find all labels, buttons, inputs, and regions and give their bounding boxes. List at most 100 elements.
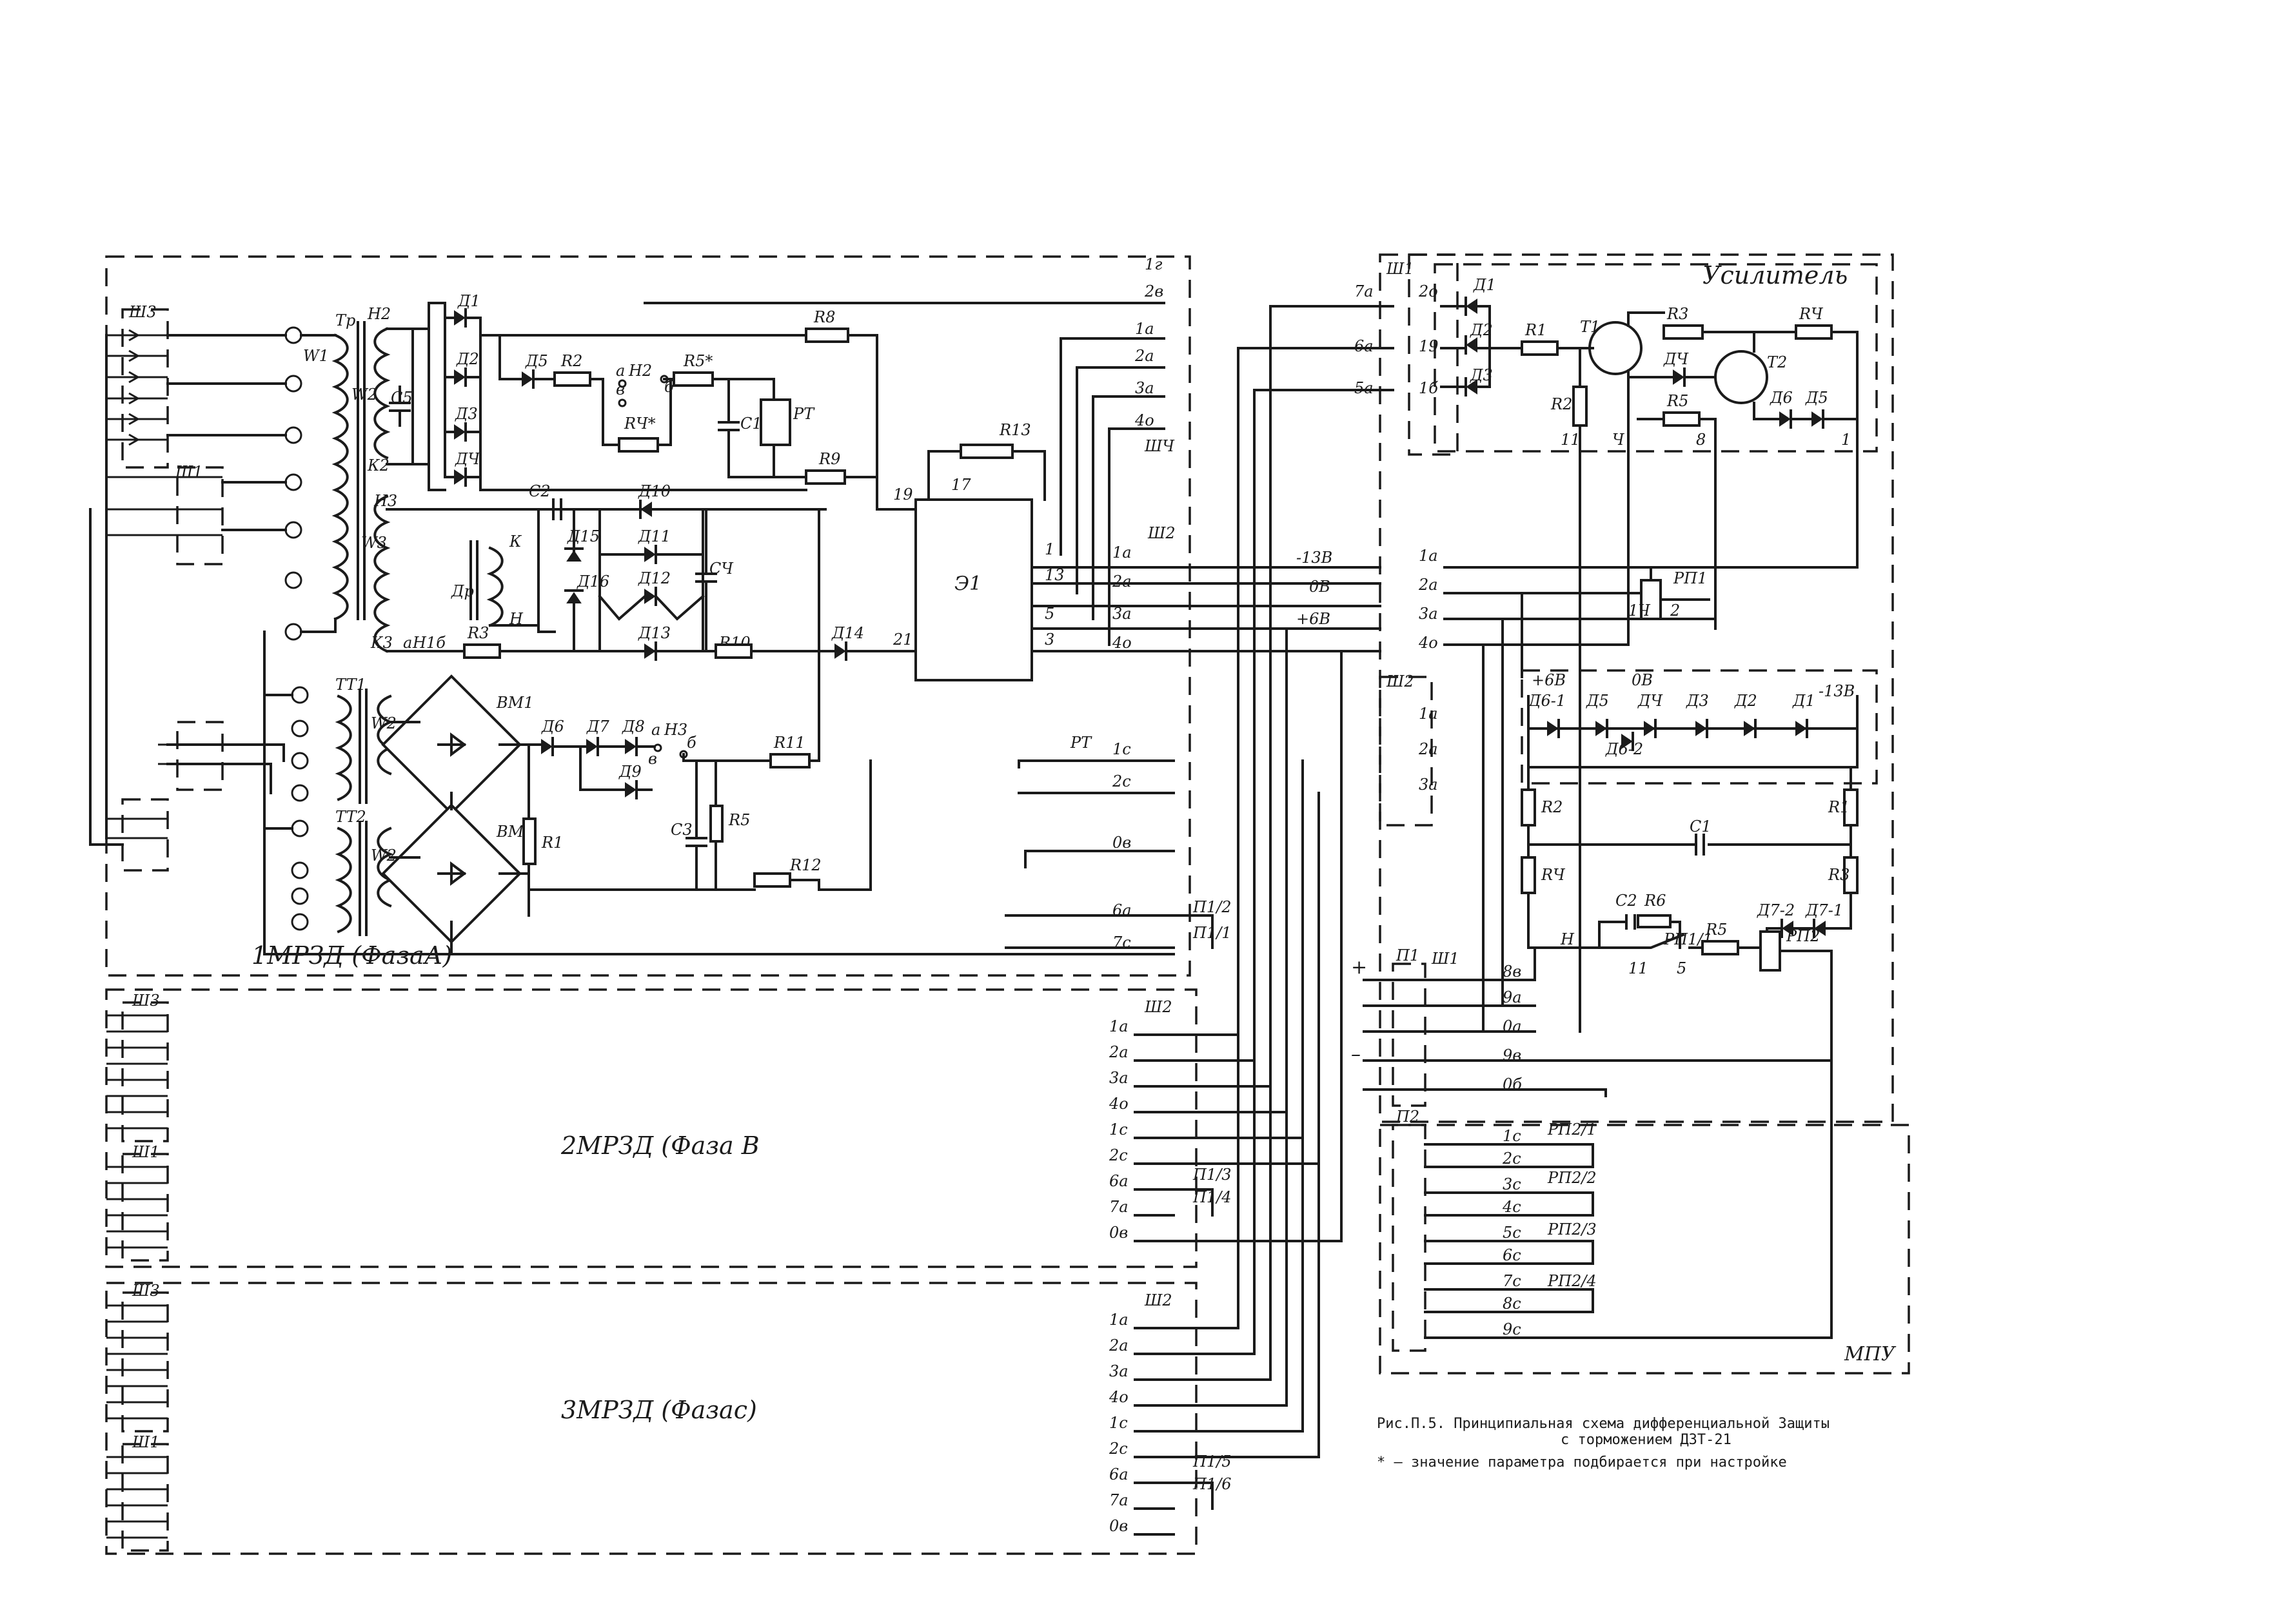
svg-text:-13В: -13В	[1819, 682, 1855, 700]
svg-text:С1: С1	[1690, 817, 1712, 836]
svg-text:Д7: Д7	[586, 718, 610, 736]
capacitor-c4: СЧ	[695, 508, 734, 652]
e1-pin-3: 3	[1045, 631, 1054, 649]
diode-d14: Д14	[831, 624, 864, 661]
svg-text:РП1: РП1	[1673, 569, 1707, 587]
svg-text:6а: 6а	[1109, 1465, 1129, 1483]
svg-text:Д16: Д16	[577, 572, 609, 591]
svg-text:1с: 1с	[1503, 1127, 1521, 1145]
svg-text:6а: 6а	[1109, 1172, 1129, 1190]
r11-wires	[715, 656, 820, 891]
d6-d9-wires	[551, 745, 656, 791]
svg-text:5с: 5с	[1503, 1224, 1521, 1242]
diode-d8-left: Д8	[622, 718, 645, 756]
block-3mrzd-title: 3МРЗД (Фазас)	[561, 1396, 757, 1424]
e1-pin-19: 19	[893, 485, 913, 504]
svg-text:Д13: Д13	[638, 624, 671, 642]
node-h1b: Н1б	[412, 634, 446, 652]
svg-text:R6: R6	[1644, 892, 1666, 910]
tap-switch-bottom: а Н3 в б	[648, 721, 772, 768]
d5-r2-wires	[498, 334, 604, 380]
svg-text:Н2: Н2	[628, 362, 652, 380]
svg-text:РП2/4: РП2/4	[1547, 1272, 1597, 1290]
svg-text:1с: 1с	[1112, 740, 1131, 758]
svg-text:1б: 1б	[1419, 379, 1438, 397]
resistor-r2-left: R2	[553, 352, 591, 387]
connector-sh1b-block1	[158, 721, 224, 791]
svg-text:5: 5	[1677, 959, 1686, 977]
svg-text:С2: С2	[529, 482, 551, 500]
diode-d11: Д11	[638, 527, 671, 564]
svg-text:Ш1: Ш1	[1431, 950, 1459, 968]
svg-text:1а: 1а	[1419, 705, 1438, 723]
svg-text:К: К	[509, 533, 522, 551]
svg-text:-13В: -13В	[1296, 549, 1332, 567]
svg-text:3а: 3а	[1109, 1069, 1129, 1087]
svg-text:1а: 1а	[1109, 1017, 1129, 1035]
svg-text:РП2/3: РП2/3	[1547, 1220, 1597, 1238]
mpu-lower-circuit: R2 R1 С1 RЧ R3 Н С2 R6 РП1/1 11 5 R5 РП2…	[1443, 766, 1859, 1062]
block-2mrzd-outline	[105, 988, 1198, 1268]
svg-text:С2: С2	[1615, 892, 1637, 910]
svg-text:П1/5: П1/5	[1192, 1453, 1232, 1471]
resistor-r5star: R5*	[673, 352, 714, 387]
svg-text:Д3: Д3	[1686, 692, 1709, 710]
zener-chain: +6В 0В -13В Д6-1 Д5 ДЧ Д3 Д2 Д1 Д6-2	[1527, 671, 1859, 768]
connector-p1: П1 Ш1 + – 8в 9а 0а 9в 0б	[1351, 946, 1607, 1107]
svg-text:7а: 7а	[1109, 1491, 1129, 1509]
svg-text:2с: 2с	[1112, 772, 1131, 790]
svg-text:Ш2: Ш2	[1386, 672, 1414, 690]
svg-text:С1: С1	[740, 415, 762, 433]
tap-switch-top: а Н2 б в	[602, 362, 675, 446]
resistor-r9: R9	[805, 450, 846, 485]
svg-text:1Ч: 1Ч	[1628, 602, 1651, 620]
svg-text:Д1: Д1	[457, 292, 480, 310]
svg-text:1с: 1с	[1109, 1414, 1128, 1432]
block-mpu-bottom-outline	[1379, 1124, 1910, 1375]
e1-pin-21: 21	[893, 631, 913, 649]
r12-wires	[528, 759, 872, 891]
svg-text:Ш1: Ш1	[132, 1433, 160, 1451]
block-2mrzd-title: 2МРЗД (Фаза В	[560, 1131, 760, 1160]
svg-text:Д15: Д15	[567, 527, 600, 545]
r5-wires	[656, 378, 775, 478]
capacitor-c2-left: С2	[529, 482, 562, 520]
e1-label: Э1	[954, 572, 982, 595]
svg-text:R12: R12	[789, 856, 822, 874]
r8-wire	[847, 334, 878, 491]
svg-text:ДЧ: ДЧ	[1663, 350, 1690, 368]
svg-text:Д6: Д6	[541, 718, 564, 736]
svg-text:3а: 3а	[1135, 379, 1154, 397]
connector-p2: П2 1с 2с 3с 4с 5с 6с 7с 8с 9с РП2/1 РП2/…	[1392, 1059, 1833, 1352]
resistor-r4star: RЧ*	[618, 415, 659, 453]
connector-sh3-block1: Ш3	[106, 303, 169, 469]
svg-text:9а: 9а	[1503, 988, 1522, 1006]
svg-text:3а: 3а	[1419, 776, 1438, 794]
svg-text:1с: 1с	[1109, 1120, 1128, 1139]
diode-d3: Д3	[454, 405, 478, 442]
svg-text:2: 2	[1670, 602, 1680, 620]
svg-text:2о: 2о	[1418, 282, 1438, 300]
capacitor-c3: С3	[671, 759, 707, 891]
svg-text:Д1: Д1	[1792, 692, 1815, 710]
block-mpu-top-outline	[1379, 253, 1894, 1123]
svg-text:РП2/1: РП2/1	[1547, 1120, 1597, 1139]
diode-d6-left: Д6	[541, 718, 564, 756]
left-bus-wires	[89, 334, 124, 846]
svg-text:4о: 4о	[1109, 1388, 1129, 1406]
ct-common-wire	[263, 631, 1175, 955]
vm1-label: ВМ1	[496, 694, 533, 712]
svg-text:R3: R3	[1666, 305, 1688, 323]
w3-label: W3	[361, 534, 387, 552]
svg-text:Н: Н	[509, 610, 524, 628]
svg-text:11: 11	[1628, 959, 1648, 977]
svg-text:1а: 1а	[1419, 547, 1438, 565]
e1-pin-1: 1	[1045, 540, 1054, 558]
dr-wires	[489, 508, 556, 633]
svg-text:Д6-1: Д6-1	[1528, 692, 1566, 710]
svg-text:2а: 2а	[1112, 572, 1132, 591]
rect-wires-b	[444, 302, 482, 491]
svg-text:R3: R3	[467, 624, 489, 642]
svg-text:ДЧ: ДЧ	[1637, 692, 1664, 710]
svg-text:5а: 5а	[1354, 379, 1374, 397]
